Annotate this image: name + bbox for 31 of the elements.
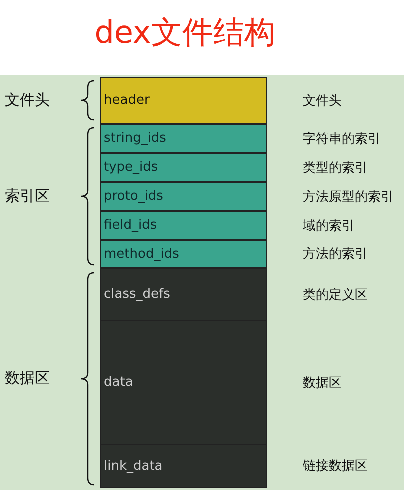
section-name: header [104, 93, 150, 108]
section-box [100, 268, 267, 321]
section-name: type_ids [104, 160, 158, 175]
section-description: 类型的索引 [303, 160, 368, 176]
section-description: 字符串的索引 [303, 130, 381, 148]
section-name: data [104, 375, 134, 390]
section-description: 数据区 [303, 374, 342, 392]
section-description: 域的索引 [303, 218, 355, 234]
section-box [100, 77, 267, 124]
section-description: 链接数据区 [303, 458, 368, 475]
section-box [100, 182, 267, 211]
section-description: 文件头 [303, 92, 342, 110]
section-name: proto_ids [104, 189, 164, 204]
section-description: 方法原型的索引 [303, 188, 394, 206]
section-description: 方法的索引 [303, 246, 368, 263]
section-name: class_defs [104, 287, 170, 302]
section-box [100, 124, 267, 153]
group-label: 数据区 [5, 369, 50, 388]
section-box [100, 444, 267, 488]
section-box [100, 211, 267, 240]
section-box [100, 153, 267, 182]
section-name: field_ids [104, 218, 158, 233]
group-label: 文件头 [5, 90, 50, 110]
section-name: link_data [104, 458, 163, 474]
section-box [100, 320, 267, 445]
section-name: method_ids [104, 246, 180, 262]
section-name: string_ids [104, 131, 166, 146]
diagram-title: dex文件结构 [94, 14, 276, 53]
group-label: 索引区 [5, 186, 50, 206]
section-description: 类的定义区 [303, 286, 368, 304]
section-box [100, 240, 267, 268]
